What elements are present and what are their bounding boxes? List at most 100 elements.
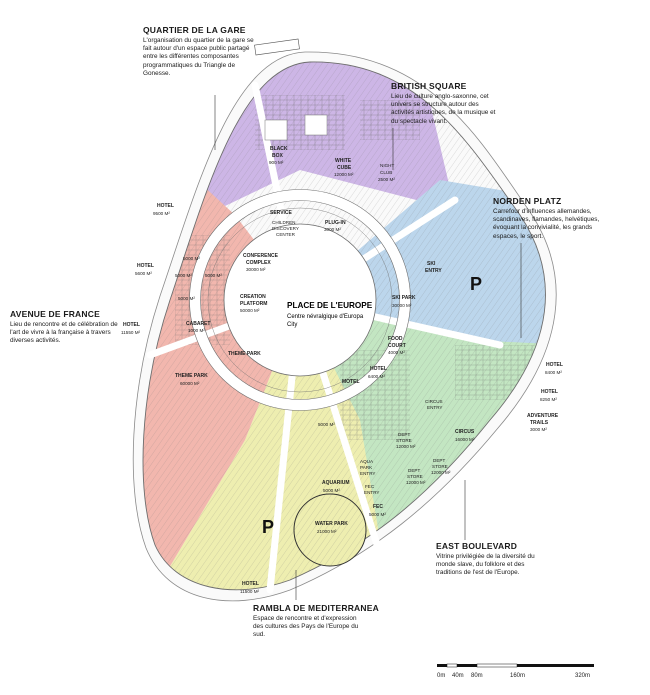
map-label: 900 M² bbox=[269, 160, 284, 165]
water-park-label: WATER PARK bbox=[315, 521, 348, 527]
map-label: 12000 M² bbox=[431, 470, 451, 475]
annotation-title: NORDEN PLATZ bbox=[493, 196, 562, 206]
area-5000-label: 5000 M² bbox=[318, 422, 335, 427]
annotation-text: Carrefour d'influences allemandes, scand… bbox=[493, 208, 600, 240]
plug-in-label: PLUG-IN bbox=[325, 220, 346, 226]
map-label: City bbox=[287, 322, 297, 328]
adventure-label: ADVENTURE bbox=[527, 413, 559, 419]
map-label: 40m bbox=[452, 673, 464, 679]
map-label: TRAILS bbox=[530, 420, 549, 426]
map-label: 16000 M² bbox=[455, 437, 475, 442]
fec-label: FEC bbox=[373, 504, 383, 510]
annotation-text: L'organisation du quartier de la gare se… bbox=[143, 37, 254, 77]
map-label: PARK bbox=[360, 465, 373, 470]
dept-store-3-label: DEPT bbox=[408, 468, 420, 473]
map-label: 3000 M² bbox=[530, 427, 547, 432]
map-label: DISCOVERY bbox=[272, 226, 299, 231]
map-label: ENTRY bbox=[360, 471, 376, 476]
map-label: 5000 M² bbox=[178, 296, 195, 301]
motel-label: MOTEL bbox=[342, 379, 360, 385]
center-title: PLACE DE L'EUROPE bbox=[287, 301, 373, 310]
map-label: ENTRY bbox=[364, 490, 380, 495]
dept-store-2-label: DEPT bbox=[433, 458, 445, 463]
map-label: 1000 M² bbox=[188, 328, 205, 333]
service-label: SERVICE bbox=[270, 210, 293, 216]
map-label: STORE bbox=[432, 464, 448, 469]
map-label: 80m bbox=[471, 673, 483, 679]
map-label: CENTER bbox=[276, 232, 296, 237]
white-cube-label: WHITE bbox=[335, 158, 352, 164]
map-label: 12000 M² bbox=[334, 172, 354, 177]
map-label: 50000 M² bbox=[240, 308, 260, 313]
annotation-title: QUARTIER DE LA GARE bbox=[143, 25, 246, 35]
annotation-british: BRITISH SQUARE Lieu de culture anglo-sax… bbox=[391, 81, 503, 126]
aquarium-label: AQUARIUM bbox=[322, 480, 350, 486]
map-label: 11500 M² bbox=[240, 589, 260, 594]
food-court-label: FOOD bbox=[388, 336, 403, 342]
map-label: 5000 M² bbox=[205, 273, 222, 278]
creation-label: CREATION bbox=[240, 294, 266, 300]
annotation-avenue: AVENUE DE FRANCE Lieu de rencontre et de… bbox=[10, 309, 118, 346]
fec-entry-label: FEC bbox=[365, 484, 375, 489]
annotation-norden: NORDEN PLATZ Carrefour d'influences alle… bbox=[493, 196, 603, 241]
parking-south: P bbox=[262, 517, 274, 537]
map-label: 0m bbox=[437, 673, 445, 679]
aqua-entry-label: AQUA bbox=[360, 459, 374, 464]
black-box-label: BLACK bbox=[270, 146, 288, 152]
parking-north: P bbox=[470, 274, 482, 294]
map-label: 320m bbox=[575, 673, 590, 679]
map-label: 5000 M² bbox=[175, 273, 192, 278]
map-label: 21000 M² bbox=[317, 529, 337, 534]
cabaret-label: CABARET bbox=[186, 321, 210, 327]
map-label: ENTRY bbox=[425, 268, 442, 274]
map-label: 4000 M² bbox=[388, 350, 405, 355]
hotel-11550-label: HOTEL bbox=[123, 322, 140, 328]
map-label: 8400 M² bbox=[545, 370, 562, 375]
dept-store-1-label: DEPT bbox=[398, 432, 410, 437]
map-label: 12000 M² bbox=[396, 444, 416, 449]
night-club-label: NIGHT bbox=[380, 163, 394, 168]
white-cube-block bbox=[264, 119, 288, 141]
annotation-text: Espace de rencontre et d'expression des … bbox=[253, 615, 359, 639]
ski-park-label: SKI PARK bbox=[392, 295, 416, 301]
map-label: 11550 M² bbox=[121, 330, 141, 335]
map-label: 5600 M² bbox=[135, 271, 152, 276]
map-label: COMPLEX bbox=[246, 260, 271, 266]
annotation-title: AVENUE DE FRANCE bbox=[10, 309, 100, 319]
map-label: 5000 M² bbox=[183, 256, 200, 261]
annotation-east: EAST BOULEVARD Vitrine privilégiée de la… bbox=[436, 541, 548, 578]
map-label: 60000 M² bbox=[180, 381, 200, 386]
circus-label: CIRCUS bbox=[455, 429, 475, 435]
hotel-8250-label: HOTEL bbox=[541, 389, 558, 395]
annotation-quartier: QUARTIER DE LA GARE L'organisation du qu… bbox=[143, 25, 255, 78]
map-label: ENTRY bbox=[427, 405, 443, 410]
annotation-rambla: RAMBLA DE MEDITERRANEA Espace de rencont… bbox=[253, 603, 379, 640]
map-label: BOX bbox=[272, 153, 284, 159]
map-label: 30000 M² bbox=[392, 303, 412, 308]
annotation-title: EAST BOULEVARD bbox=[436, 541, 518, 551]
map-label: 12000 M² bbox=[406, 480, 426, 485]
map-label: 2500 M² bbox=[378, 177, 395, 182]
map-label: COURT bbox=[388, 343, 406, 349]
annotation-title: BRITISH SQUARE bbox=[391, 81, 467, 91]
place-de-l-europe bbox=[223, 223, 377, 377]
children-label: CHILDREN bbox=[272, 220, 295, 225]
station-block bbox=[254, 38, 300, 56]
map-label: 6400 M² bbox=[368, 374, 385, 379]
theme-park-label: THEME PARK bbox=[228, 351, 261, 357]
hotel-8400-label: HOTEL bbox=[546, 362, 563, 368]
map-label: STORE bbox=[407, 474, 423, 479]
map-label: 160m bbox=[510, 673, 525, 679]
map-label: CLUB bbox=[380, 170, 392, 175]
map-label: 5000 M² bbox=[323, 488, 340, 493]
map-label: Centre névralgique d'Europa bbox=[287, 314, 364, 320]
ski-entry-label: SKI bbox=[427, 261, 436, 267]
hotel-9500-label: HOTEL bbox=[157, 203, 174, 209]
map-label: PLATFORM bbox=[240, 301, 267, 307]
annotation-title: RAMBLA DE MEDITERRANEA bbox=[253, 603, 379, 613]
map-label: 5000 M² bbox=[369, 512, 386, 517]
map-label: 8250 M² bbox=[540, 397, 557, 402]
hotel-inner-label: HOTEL bbox=[370, 366, 387, 372]
map-label: 30000 M² bbox=[246, 267, 266, 272]
annotation-text: Vitrine privilégiée de la diversité du m… bbox=[436, 553, 535, 577]
